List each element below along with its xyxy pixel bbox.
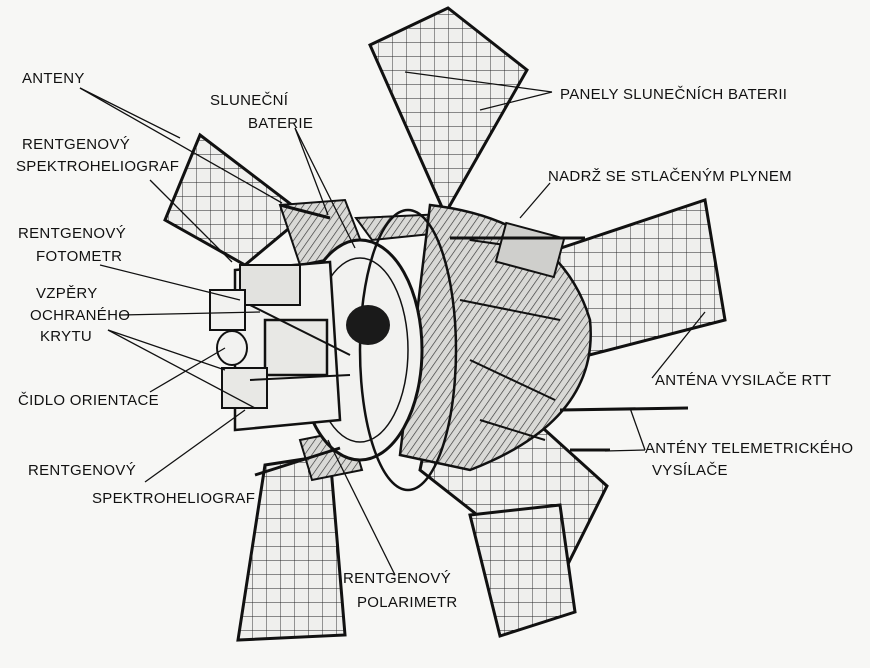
label-slunecni-line1: SLUNEČNÍ [210,92,289,109]
label-cidlo-orientace: ČIDLO ORIENTACE [18,392,159,409]
label-spektroheliograf-top-line1: RENTGENOVÝ [22,136,131,153]
label-polarimetr-line1: RENTGENOVÝ [343,570,452,587]
label-antena-rtt: ANTÉNA VYSILAČE RTT [655,372,832,389]
label-spektroheliograf-bottom-line1: RENTGENOVÝ [28,462,137,479]
antenna-rods [254,203,689,477]
instrument-block [209,260,351,432]
label-fotometr-line1: RENTGENOVÝ [18,225,127,242]
leader-lines [79,71,706,576]
label-panely: PANELY SLUNEČNÍCH BATERII [560,86,788,103]
label-polarimetr-line2: POLARIMETR [357,594,458,611]
label-fotometr-line2: FOTOMETR [36,248,123,265]
label-spektroheliograf-top-line2: SPEKTROHELIOGRAF [16,158,180,175]
label-anteny-telemetrickeho-line1: ANTÉNY TELEMETRICKÉHO [645,440,854,457]
label-vzpery-line3: KRYTU [40,328,93,345]
solar-panel-top [354,6,529,242]
label-anteny: ANTENY [22,70,85,87]
label-vzpery-line1: VZPĚRY [36,285,98,302]
label-anteny-telemetrickeho-line2: VYSÍLAČE [652,462,728,479]
solar-panel-upper-left [163,132,367,267]
label-nadrz: NADRŽ SE STLAČENÝM PLYNEM [548,168,792,185]
label-vzpery-line2: OCHRANÉHO [30,307,131,324]
solar-panel-bottom [468,503,577,638]
label-slunecni-line2: BATERIE [248,115,314,132]
label-spektroheliograf-bottom-line2: SPEKTROHELIOGRAF [92,490,256,507]
